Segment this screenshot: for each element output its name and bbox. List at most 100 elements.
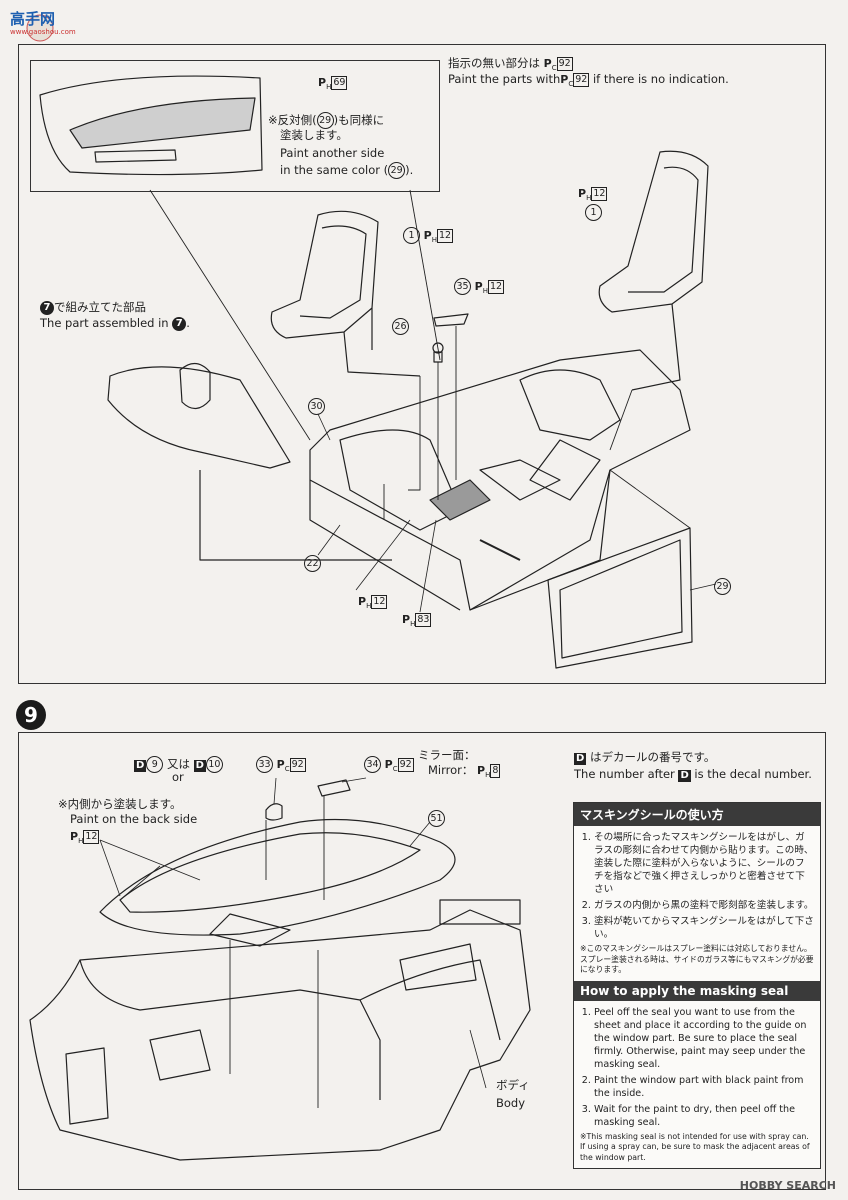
- assembled-note-en: The part assembled in 7.: [40, 316, 190, 331]
- assembled-en-text: The part assembled in: [40, 316, 169, 330]
- part-30-label: 30: [308, 398, 325, 415]
- masking-seal-panel: マスキングシールの使い方 その場所に合ったマスキングシールをはがし、ガラスの彫刻…: [573, 802, 821, 1169]
- part-29-label: 29: [714, 578, 731, 595]
- logo-text: 高手网: [10, 10, 56, 28]
- paint-note-jp-text: 指示の無い部分は: [448, 56, 540, 70]
- panel-note-jp: ※このマスキングシールはスプレー塗料には対応しておりません。スプレー塗装される時…: [580, 944, 814, 974]
- decal-badge: D: [574, 753, 587, 765]
- step8-frame: [18, 44, 826, 684]
- decal-or-jp: 又は: [166, 757, 190, 771]
- code-box: 83: [415, 612, 432, 627]
- step-ref-7: 7: [172, 316, 187, 331]
- inset-note-jp-1: ※反対側(29)も同様に: [268, 112, 384, 129]
- code-box: 69: [331, 76, 348, 90]
- paint-code-box: 92: [556, 56, 573, 71]
- panel-item-jp-3: 塗料が乾いてからマスキングシールをはがして下さい。: [594, 915, 814, 941]
- decal-number-9: 9: [146, 756, 164, 773]
- code-box: 92: [289, 757, 306, 772]
- site-logo: 高手网 www.gaoshou.com: [10, 6, 76, 42]
- inset-note-en-2: in the same color (29).: [280, 162, 413, 179]
- inside-note-jp: ※内側から塗装します。: [58, 797, 182, 811]
- part-26-label: 26: [392, 318, 409, 335]
- part-1-right-label: 1: [585, 204, 602, 221]
- code-box: 12: [371, 594, 388, 609]
- part-number-26: 26: [392, 318, 409, 335]
- inset-note-text: ).: [405, 163, 414, 177]
- panel-item-en-1: Peel off the seal you want to use from t…: [594, 1006, 814, 1071]
- decal-note-jp: D はデカールの番号です。: [574, 750, 715, 765]
- watermark: HOBBY SEARCH: [739, 1179, 836, 1192]
- part-number-51: 51: [428, 810, 445, 827]
- decal-note-en-pre: The number after: [574, 767, 675, 781]
- code-box: 12: [591, 186, 608, 201]
- step-ref-7: 7: [40, 300, 54, 315]
- inset-note-text: )も同様に: [333, 113, 385, 127]
- part-number-34: 34: [364, 756, 381, 773]
- paint-note-en-post: if there is no indication.: [592, 72, 729, 86]
- decal-number-10: 10: [205, 756, 223, 773]
- inset-note-en-1: Paint another side: [280, 146, 385, 160]
- code-box: 8: [490, 763, 501, 778]
- decal-note-en-post: is the decal number.: [694, 767, 812, 781]
- body-jp: ボディ: [496, 1078, 530, 1092]
- part-number-1: 1: [585, 204, 602, 221]
- panel-item-en-3: Wait for the paint to dry, then peel off…: [594, 1103, 814, 1129]
- part-number-29: 29: [316, 112, 334, 129]
- decal-or-en: or: [172, 770, 184, 784]
- part-number-29: 29: [388, 162, 406, 179]
- decal-badge: D: [678, 770, 691, 782]
- panel-item-jp-1: その場所に合ったマスキングシールをはがし、ガラスの彫刻に合わせて内側から貼ります…: [594, 831, 814, 896]
- panel-title-jp: マスキングシールの使い方: [574, 803, 820, 826]
- code-box: 12: [436, 228, 454, 243]
- part-51-label: 51: [428, 810, 445, 827]
- step-number-9: 9: [16, 700, 46, 730]
- part-number-1: 1: [403, 227, 420, 244]
- panel-item-jp-2: ガラスの内側から黒の塗料で彫刻部を塗装します。: [594, 899, 814, 912]
- inset-frame: [30, 60, 440, 192]
- mirror-jp: ミラー面：: [418, 748, 476, 762]
- panel-item-en-2: Paint the window part with black paint f…: [594, 1074, 814, 1100]
- inset-note-text: ※反対側(: [268, 113, 317, 127]
- code-box: 92: [397, 757, 414, 772]
- body-en: Body: [496, 1096, 526, 1110]
- part-number-29: 29: [714, 578, 731, 595]
- part-number-30: 30: [308, 398, 325, 415]
- mirror-en-text: Mirror：: [428, 763, 474, 777]
- panel-note-en: ※This masking seal is not intended for u…: [580, 1131, 810, 1162]
- inside-note-en: Paint on the back side: [70, 812, 198, 826]
- decal-badge: D: [193, 760, 206, 772]
- part-number-22: 22: [304, 555, 321, 572]
- decal-note-jp-text: はデカールの番号です。: [589, 750, 716, 764]
- paint-note-en-pre: Paint the parts with: [448, 72, 561, 86]
- assembled-jp-text: で組み立てた部品: [54, 300, 146, 314]
- step9-frame: [18, 732, 826, 1190]
- decal-note-en: The number after D is the decal number.: [574, 767, 812, 782]
- paint-code-box: 92: [573, 72, 590, 87]
- logo-sub: www.gaoshou.com: [10, 28, 76, 36]
- logo-icon: [26, 14, 54, 42]
- part-22-label: 22: [304, 555, 321, 572]
- code-box: 12: [487, 279, 505, 294]
- part-number-35: 35: [454, 278, 471, 295]
- part-number-33: 33: [256, 756, 273, 773]
- inset-note-text: in the same color (: [280, 163, 389, 177]
- inset-note-jp-2: 塗装します。: [280, 128, 348, 142]
- code-box: 12: [83, 829, 100, 844]
- panel-title-en: How to apply the masking seal: [574, 980, 820, 1001]
- decal-badge: D: [134, 760, 147, 772]
